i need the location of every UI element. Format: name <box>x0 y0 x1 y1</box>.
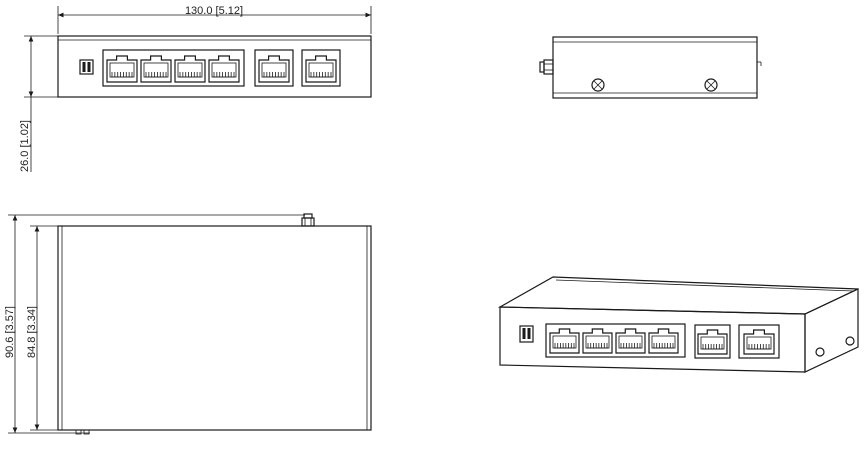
width-dimension-label: 130.0 [5.12] <box>185 5 243 17</box>
rj45-port-3 <box>174 55 206 83</box>
width-dimension: 130.0 [5.12] <box>57 5 372 34</box>
height-dimension-label: 26.0 [1.02] <box>19 120 31 172</box>
depth-inner-label: 84.8 [3.34] <box>26 306 38 358</box>
iso-side-hole-2 <box>845 336 855 346</box>
isometric-view <box>497 276 859 373</box>
uplink-port-1 <box>258 55 290 83</box>
dip-switch <box>79 59 94 75</box>
front-view: 130.0 [5.12] 26.0 [1.02] <box>19 5 372 172</box>
iso-rj45-port-2 <box>582 328 613 354</box>
iso-rj45-port-4 <box>648 328 679 354</box>
depth-outer-dimension: 90.6 [3.57] <box>4 214 305 434</box>
rj45-port-block <box>102 49 245 87</box>
top-housing <box>57 225 372 431</box>
ground-terminal <box>539 59 554 75</box>
screw-2 <box>704 78 718 92</box>
depth-outer-label: 90.6 [3.57] <box>4 306 16 358</box>
rj45-port-4 <box>208 55 240 83</box>
iso-dip-switch <box>519 325 534 343</box>
top-view: 90.6 [3.57] 84.8 [3.34] <box>4 213 372 435</box>
rj45-port-2 <box>140 55 172 83</box>
front-housing <box>57 35 372 98</box>
uplink-port-1-frame <box>254 49 294 87</box>
side-view <box>539 36 762 99</box>
iso-right-face <box>804 288 859 373</box>
iso-side-hole-1 <box>815 347 825 357</box>
uplink-port-2 <box>305 55 337 83</box>
depth-inner-dimension: 84.8 [3.34] <box>26 225 58 431</box>
side-housing <box>552 36 758 99</box>
height-dimension: 26.0 [1.02] <box>19 35 58 172</box>
uplink-port-2-frame <box>301 49 341 87</box>
iso-uplink-port-1-frame <box>694 324 731 359</box>
rj45-port-1 <box>106 55 138 83</box>
iso-rj45-port-block <box>545 323 686 358</box>
iso-uplink-port-2-frame <box>738 324 780 359</box>
iso-uplink-port-1 <box>697 329 728 355</box>
top-ground-screw <box>301 213 315 227</box>
iso-uplink-port-2 <box>743 329 775 355</box>
iso-rj45-port-3 <box>615 328 646 354</box>
iso-rj45-port-1 <box>549 328 580 354</box>
screw-1 <box>591 78 605 92</box>
